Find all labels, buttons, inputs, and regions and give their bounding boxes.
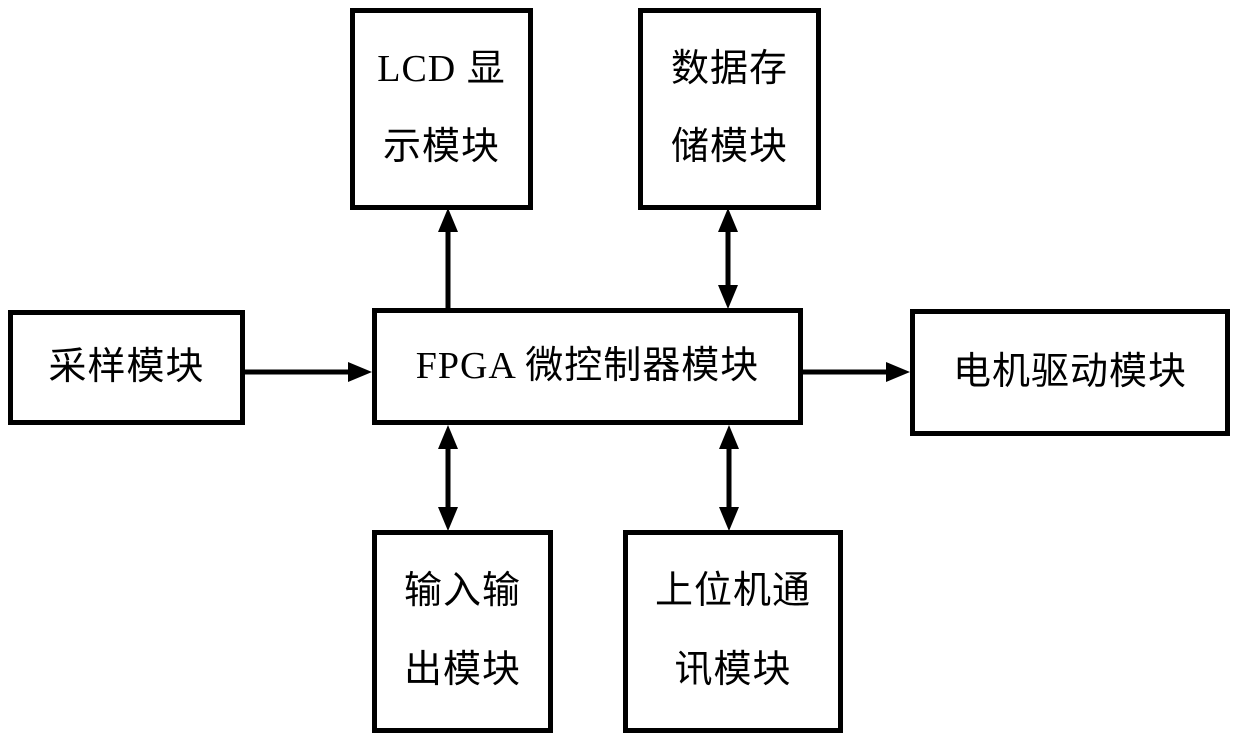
node-motor-drive-module: 电机驱动模块 [910,309,1230,436]
node-label: 电机驱动模块 [952,350,1187,393]
node-label-line: 储模块 [670,126,788,169]
node-input-output-module: 输入输 出模块 [372,530,553,733]
arrow-head-up [718,208,738,232]
node-label-line: 出模块 [403,648,521,691]
node-label: FPGA 微控制器模块 [415,344,760,387]
arrow-head-right [886,362,910,382]
node-lcd-display-module: LCD 显 示模块 [350,8,533,210]
arrow-sampling-to-fpga [245,362,372,382]
node-label-line: LCD 显 [377,48,506,91]
node-fpga-microcontroller-module: FPGA 微控制器模块 [372,308,803,425]
node-host-comm-module: 上位机通 讯模块 [623,530,843,733]
arrow-fpga-to-lcd [438,208,458,308]
arrow-fpga-io-bidirectional [438,425,458,531]
arrow-head-down [718,285,738,309]
node-label-line: 示模块 [382,126,500,169]
arrow-fpga-to-motor [803,362,910,382]
arrow-head-up [719,425,739,449]
arrow-head-right [348,362,372,382]
node-label-line: 上位机通 [654,570,811,613]
arrow-fpga-host-bidirectional [719,425,739,531]
node-sampling-module: 采样模块 [8,310,245,425]
node-label-line: 输入输 [403,570,521,613]
node-label-line: 数据存 [670,48,788,91]
arrow-head-up [438,425,458,449]
arrow-fpga-storage-bidirectional [718,208,738,309]
arrow-head-up [438,208,458,232]
arrow-head-down [438,507,458,531]
node-label: 采样模块 [48,345,205,388]
node-data-storage-module: 数据存 储模块 [638,8,821,210]
node-label-line: 讯模块 [674,648,792,691]
arrow-head-down [719,507,739,531]
